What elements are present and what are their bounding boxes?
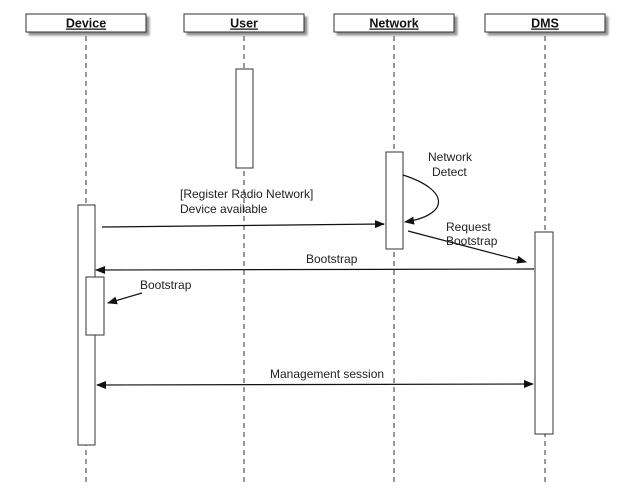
- participant-user-label: User: [230, 17, 258, 31]
- register-message-arrow: [101, 220, 385, 229]
- network-detect-label-line2: Detect: [432, 165, 467, 179]
- network-activation: [385, 151, 404, 250]
- management-session-arrow: [96, 380, 534, 389]
- user-activation: [235, 68, 254, 169]
- request-bootstrap-label-line1: Request: [446, 220, 491, 234]
- participant-user: User: [183, 13, 305, 33]
- bootstrap-self-arrow: [107, 292, 143, 305]
- network-detect-label-line1: Network: [428, 150, 473, 164]
- register-message-label-line2: Device available: [180, 202, 268, 216]
- bootstrap-response-label: Bootstrap: [306, 252, 358, 266]
- request-bootstrap-arrow: [407, 230, 527, 264]
- participant-device-label: Device: [66, 17, 106, 31]
- participant-network: Network: [333, 13, 455, 33]
- participant-network-label: Network: [369, 17, 418, 31]
- dms-activation: [534, 231, 554, 435]
- participant-dms: DMS: [484, 13, 606, 33]
- participant-dms-label: DMS: [531, 17, 559, 31]
- register-message-label-line1: [Register Radio Network]: [180, 187, 313, 201]
- request-bootstrap-label-line2: Bootstrap: [446, 234, 498, 248]
- device-bootstrap-activation: [85, 276, 105, 336]
- network-detect-loop: [402, 174, 439, 225]
- management-session-label: Management session: [270, 367, 384, 381]
- bootstrap-self-label: Bootstrap: [140, 278, 192, 292]
- bootstrap-response-arrow: [95, 265, 535, 274]
- participant-device: Device: [25, 13, 147, 33]
